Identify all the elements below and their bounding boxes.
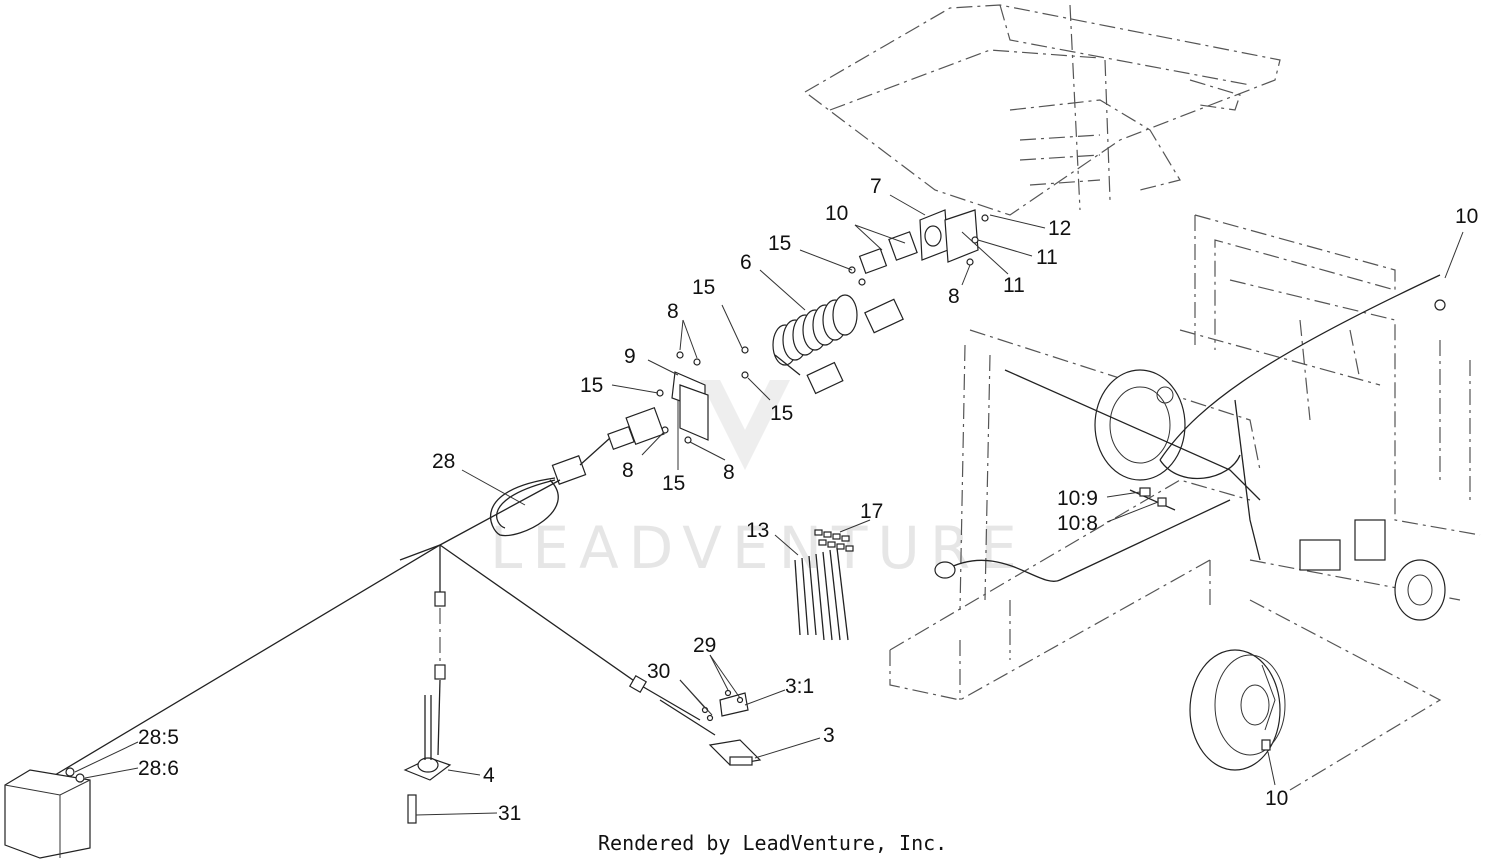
callout-3-1: 3:1 — [785, 675, 814, 698]
trailer-frame-outline — [889, 214, 1481, 791]
callout-15: 15 — [770, 402, 793, 425]
callout-10: 10 — [1455, 205, 1478, 228]
callout-28-5: 28:5 — [138, 726, 179, 749]
callout-8: 8 — [622, 459, 634, 482]
callout-29: 29 — [693, 634, 716, 657]
watermark-logo — [700, 380, 790, 470]
harness-clips — [814, 529, 854, 552]
brake-assembly — [1189, 649, 1286, 771]
callout-6: 6 — [740, 251, 752, 274]
callout-10: 10 — [825, 202, 848, 225]
main-harness — [54, 437, 716, 776]
callout-30: 30 — [647, 660, 670, 683]
callout-15: 15 — [692, 276, 715, 299]
battery-bracket — [701, 689, 762, 766]
callout-11: 11 — [1036, 246, 1058, 269]
watermark-text: LEADVENTURE — [490, 514, 1027, 582]
leader-lines — [74, 194, 1464, 816]
wheel-hub-right — [1299, 519, 1446, 621]
trailer-body-outline — [803, 4, 1281, 216]
mount-plate — [656, 346, 749, 444]
callout-8: 8 — [948, 285, 960, 308]
battery — [4, 767, 91, 859]
plug-bracket-upper — [848, 209, 989, 286]
callout-17: 17 — [860, 500, 883, 523]
callout-8: 8 — [723, 461, 735, 484]
axle-harness — [934, 274, 1446, 582]
connector-plug — [551, 406, 665, 485]
callout-13: 13 — [746, 519, 769, 542]
callout-10: 10 — [1265, 787, 1288, 810]
coiled-cable — [772, 294, 904, 395]
brake-drum-center — [1094, 369, 1186, 481]
breakaway-switch — [403, 695, 452, 824]
callout-labels: 7 10 15 12 11 11 8 10 6 15 8 9 15 15 8 1… — [138, 175, 1478, 825]
callout-11: 11 — [1003, 274, 1025, 297]
callout-3: 3 — [823, 724, 835, 747]
render-credit: Rendered by LeadVenture, Inc. — [598, 831, 947, 855]
callout-28: 28 — [432, 450, 455, 473]
callout-7: 7 — [870, 175, 882, 198]
callout-31: 31 — [498, 802, 521, 825]
callout-4: 4 — [483, 764, 495, 787]
cable-ties — [794, 547, 849, 641]
callout-15: 15 — [662, 472, 685, 495]
callout-28-6: 28:6 — [138, 757, 179, 780]
callout-9: 9 — [624, 345, 636, 368]
callout-10-9: 10:9 — [1057, 487, 1098, 510]
callout-10-8: 10:8 — [1057, 512, 1098, 535]
callout-12: 12 — [1048, 217, 1071, 240]
callout-15: 15 — [768, 232, 791, 255]
callout-8: 8 — [667, 300, 679, 323]
callout-15: 15 — [580, 374, 603, 397]
